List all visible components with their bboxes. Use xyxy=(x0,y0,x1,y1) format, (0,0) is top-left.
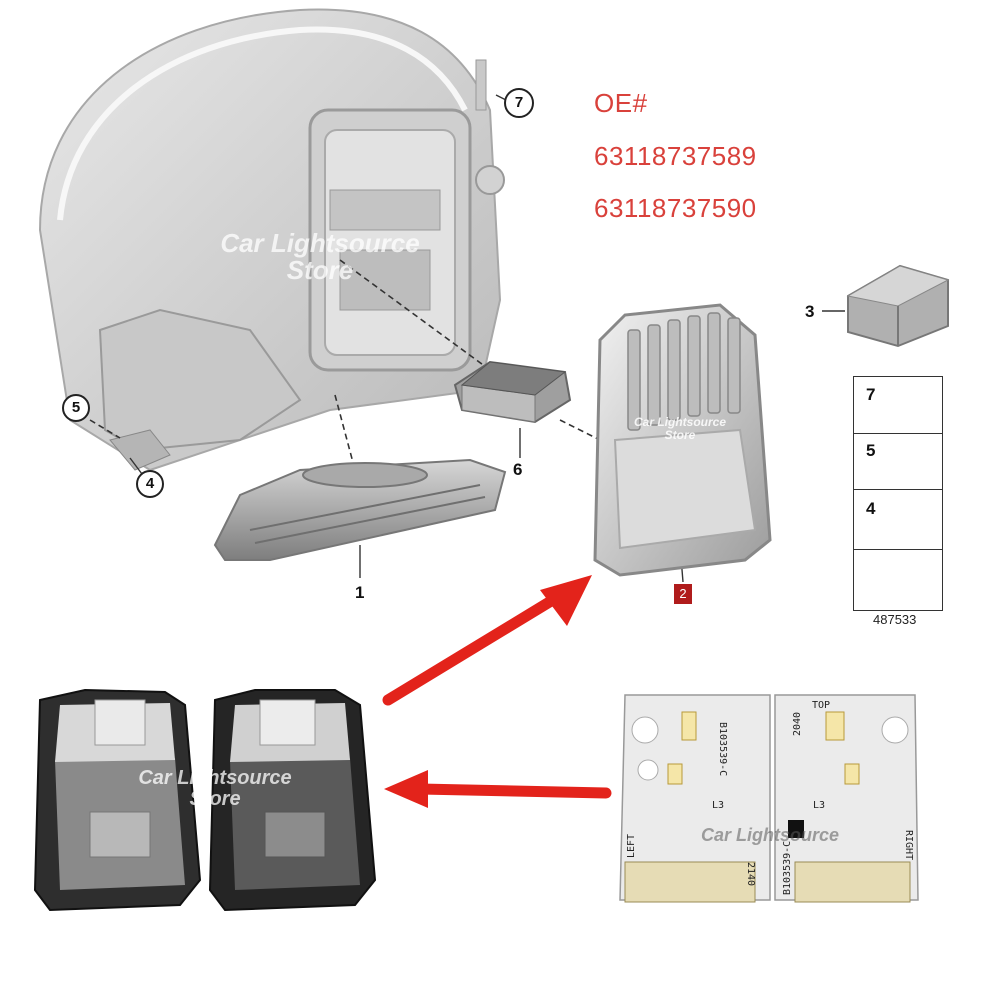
legend-row-4: 4 xyxy=(866,499,876,518)
watermark-module-line2: Store xyxy=(664,427,696,442)
legend-row-7: 7 xyxy=(866,385,876,404)
callout-1: 1 xyxy=(355,583,365,602)
legend-divider xyxy=(854,433,942,434)
legend-divider xyxy=(854,549,942,550)
pcb-top-label: TOP xyxy=(812,700,831,711)
legend-divider xyxy=(854,489,942,490)
callout-6: 6 xyxy=(513,460,523,479)
pcb-2040-label: 2040 xyxy=(792,711,803,736)
watermark-photo-left: Car Lightsource Store xyxy=(95,768,335,810)
watermark-photo-right-line1: Car Lightsource xyxy=(700,825,840,845)
pcb-2140-label: 2140 xyxy=(745,862,756,887)
legend-row-5: 5 xyxy=(866,441,876,460)
oe-part-number-1: 63118737589 xyxy=(594,141,757,171)
watermark-main-line2: Store xyxy=(286,255,354,286)
watermark-photo-left-line1: Car Lightsource xyxy=(138,767,292,789)
pcb-code-left: B103539-C xyxy=(717,722,728,777)
pcb-code-right: B103539-C xyxy=(782,840,793,895)
callout-7: 7 xyxy=(504,88,534,118)
pcb-left-label: LEFT xyxy=(626,833,637,858)
watermark-photo-right: Car Lightsource xyxy=(670,826,870,845)
pcb-l3-label-left: L3 xyxy=(712,800,725,811)
oe-label: OE# xyxy=(594,88,648,118)
watermark-module: Car Lightsource Store xyxy=(600,416,760,441)
diagram-code: 487533 xyxy=(873,612,917,627)
pcb-right-label: RIGHT xyxy=(903,830,914,861)
parts-legend: 7 5 4 xyxy=(853,376,943,611)
pcb-l3-label-right: L3 xyxy=(813,800,826,811)
callout-2: 2 xyxy=(674,584,692,604)
watermark-module-line1: Car Lightsource xyxy=(633,415,726,429)
callout-5: 5 xyxy=(62,394,90,422)
watermark-photo-left-line2: Store xyxy=(189,788,241,810)
watermark-main: Car Lightsource Store xyxy=(185,228,455,286)
watermark-main-line1: Car Lightsource xyxy=(220,228,420,258)
callout-4: 4 xyxy=(136,470,164,498)
callout-3: 3 xyxy=(805,302,815,321)
oe-part-number-2: 63118737590 xyxy=(594,193,757,223)
